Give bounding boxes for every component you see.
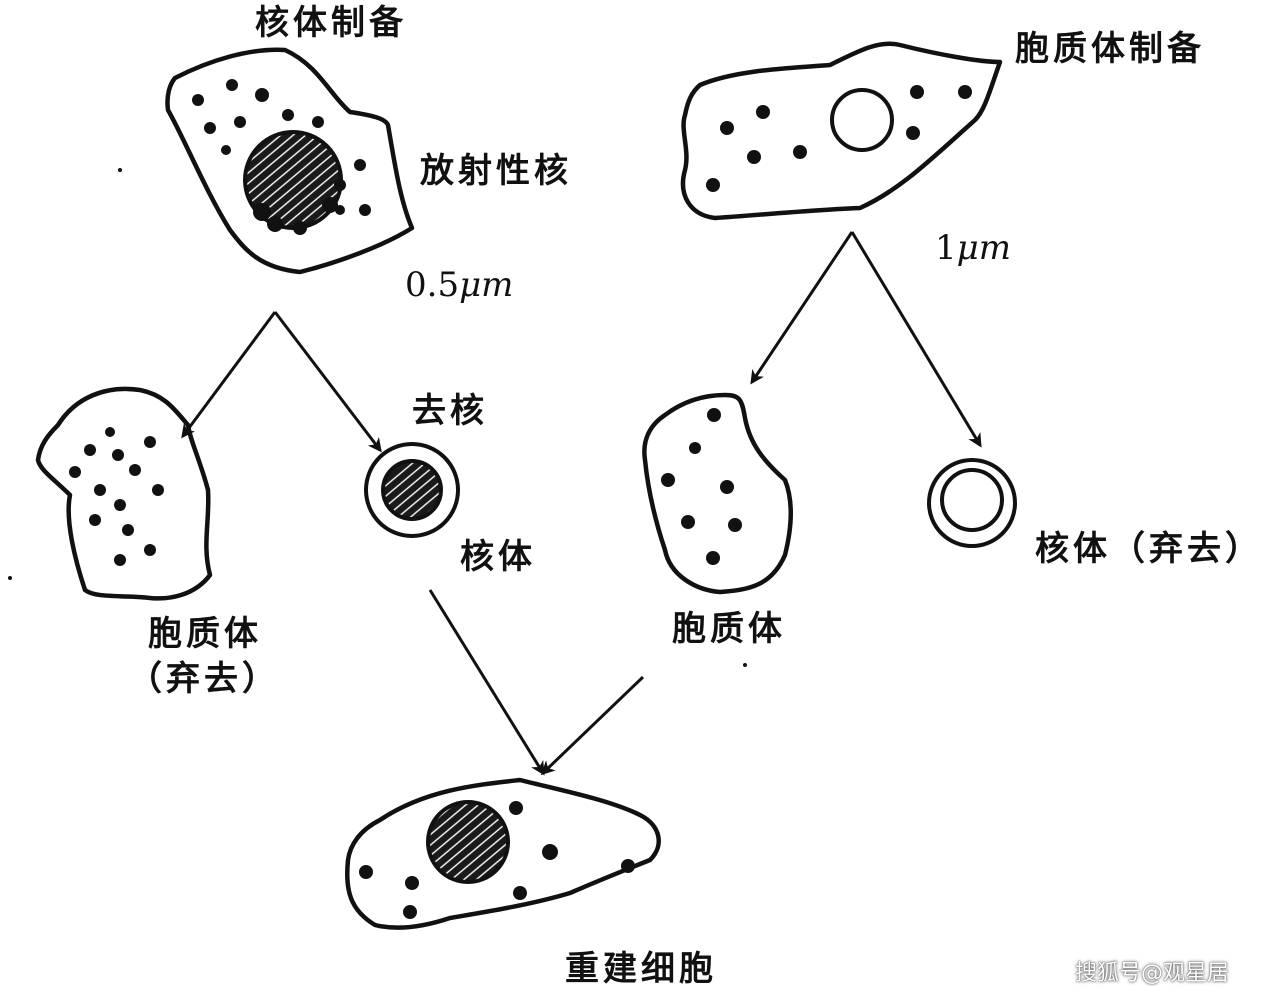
label-enucleation: 去核 bbox=[412, 391, 488, 431]
karyoplast-shape bbox=[364, 442, 460, 538]
size-left-number: 0.5 bbox=[405, 265, 460, 305]
donor-cell-nucleus-prep bbox=[165, 47, 415, 275]
cell-granules bbox=[706, 85, 972, 192]
label-cytoplast-discard-line2: （弃去） bbox=[128, 659, 280, 699]
cytoplast-shape bbox=[642, 392, 794, 595]
reconstructed-cell-shape bbox=[345, 777, 661, 930]
cell-granules bbox=[69, 427, 164, 566]
cell-granules bbox=[192, 79, 371, 216]
radioactive-nucleus-shape bbox=[243, 130, 346, 235]
cell-granules bbox=[359, 801, 635, 919]
label-karyoplast: 核体 bbox=[460, 537, 536, 577]
size-left-unit: μm bbox=[459, 265, 514, 305]
cytoplast-discarded-left bbox=[35, 386, 213, 601]
label-size-right: 1μm bbox=[935, 228, 1011, 268]
size-right-number: 1 bbox=[935, 228, 957, 268]
label-reconstructed-cell: 重建细胞 bbox=[565, 949, 717, 989]
cell-granules bbox=[661, 408, 742, 565]
watermark: 搜狐号@观星居 bbox=[1075, 961, 1230, 986]
arrows-left-split bbox=[181, 311, 382, 453]
label-nucleus-prep: 核体制备 bbox=[255, 3, 407, 43]
speck bbox=[8, 576, 12, 580]
label-size-left: 0.5μm bbox=[405, 265, 513, 305]
size-right-unit: μm bbox=[956, 228, 1011, 268]
karyoplast-discarded-right bbox=[927, 458, 1017, 548]
arrows-right-split bbox=[750, 231, 982, 448]
arrows-merge bbox=[428, 589, 645, 776]
donor-cell-cytoplast-prep bbox=[680, 41, 1003, 221]
label-radioactive-nucleus: 放射性核 bbox=[420, 151, 572, 191]
label-cytoplast-discard-line1: 胞质体 bbox=[148, 614, 262, 654]
nucleus-outline bbox=[830, 88, 894, 152]
label-cytoplast: 胞质体 bbox=[672, 609, 786, 649]
speck bbox=[118, 168, 122, 172]
speck bbox=[743, 663, 747, 667]
label-karyoplast-discard: 核体（弃去） bbox=[1035, 529, 1263, 569]
label-cytoplast-prep: 胞质体制备 bbox=[1015, 29, 1205, 69]
